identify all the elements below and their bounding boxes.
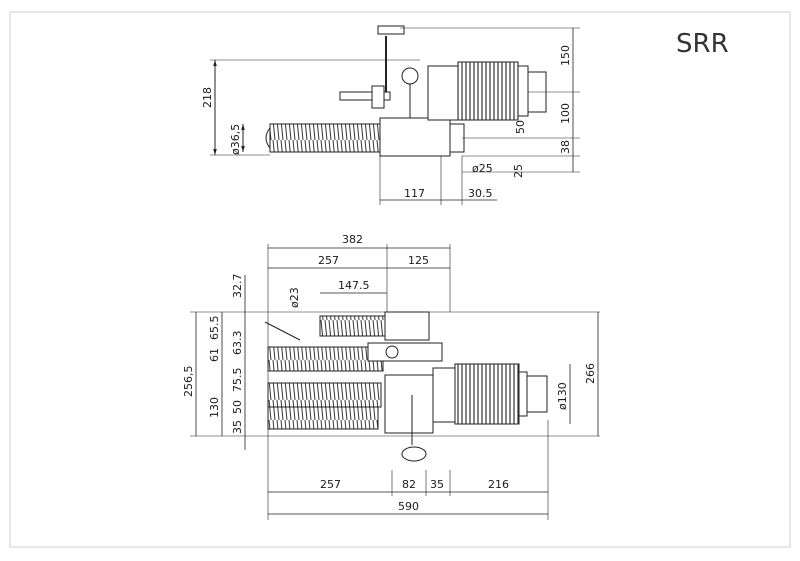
handwheel-knob: [401, 67, 419, 85]
middle-thread: [267, 346, 384, 372]
dim-65-5: 65.5: [208, 316, 221, 341]
middle-block: [367, 342, 443, 362]
dim-590: 590: [398, 500, 419, 513]
top-view: [210, 25, 580, 205]
motor-flange: [427, 65, 459, 121]
dim-61: 61: [208, 348, 221, 362]
handle-grip: [377, 25, 405, 35]
carriage-block: [379, 117, 451, 157]
dim-257-top: 257: [318, 254, 339, 267]
upper-block: [384, 311, 430, 341]
dim-75-5: 75.5: [231, 368, 244, 393]
motor-endcap-side: [526, 375, 548, 413]
drawing-title: SRR: [676, 29, 729, 59]
dim-32-7: 32.7: [231, 274, 244, 299]
motor-body-side: [454, 363, 520, 425]
handwheel: [401, 446, 427, 462]
dim-130: 130: [208, 397, 221, 418]
dim-117: 117: [404, 187, 425, 200]
dim-50-bottom: 50: [231, 400, 244, 414]
dim-25: 25: [512, 164, 525, 178]
top-view-dimensions: 218 ø36,5 150 100 50 38 25 ø25 117 30.5: [201, 45, 572, 200]
dim-35-horizontal: 35: [430, 478, 444, 491]
column-tip: [265, 127, 271, 149]
dim-38: 38: [559, 140, 572, 154]
dim-256-5: 256,5: [182, 366, 195, 398]
dim-dia-36-5: ø36,5: [229, 124, 242, 155]
dim-50: 50: [514, 120, 527, 134]
dim-147-5: 147.5: [338, 279, 370, 292]
dim-30-5: 30.5: [468, 187, 493, 200]
dim-63-3: 63.3: [231, 331, 244, 356]
lower-thread-2: [267, 406, 379, 430]
lower-block: [384, 374, 434, 434]
dim-125: 125: [408, 254, 429, 267]
dim-218: 218: [201, 87, 214, 108]
motor-body: [457, 61, 519, 121]
dim-257-bottom: 257: [320, 478, 341, 491]
bottom-view-dimensions: 382 257 125 147.5 ø23 32.7 65.5 63.3 61 …: [182, 233, 597, 513]
dim-82: 82: [402, 478, 416, 491]
threaded-column: [269, 123, 383, 153]
dim-150: 150: [559, 45, 572, 66]
dim-dia-130: ø130: [556, 382, 569, 410]
dim-35-vertical: 35: [231, 420, 244, 434]
dim-dia-23: ø23: [288, 287, 301, 308]
dim-100: 100: [559, 103, 572, 124]
dim-382: 382: [342, 233, 363, 246]
upper-thread: [319, 315, 386, 337]
dim-266: 266: [584, 363, 597, 384]
dim-dia-25: ø25: [472, 162, 493, 175]
bottom-view: [190, 244, 600, 520]
sheet-border: [9, 11, 791, 548]
lower-thread-1: [267, 382, 382, 408]
dim-216: 216: [488, 478, 509, 491]
